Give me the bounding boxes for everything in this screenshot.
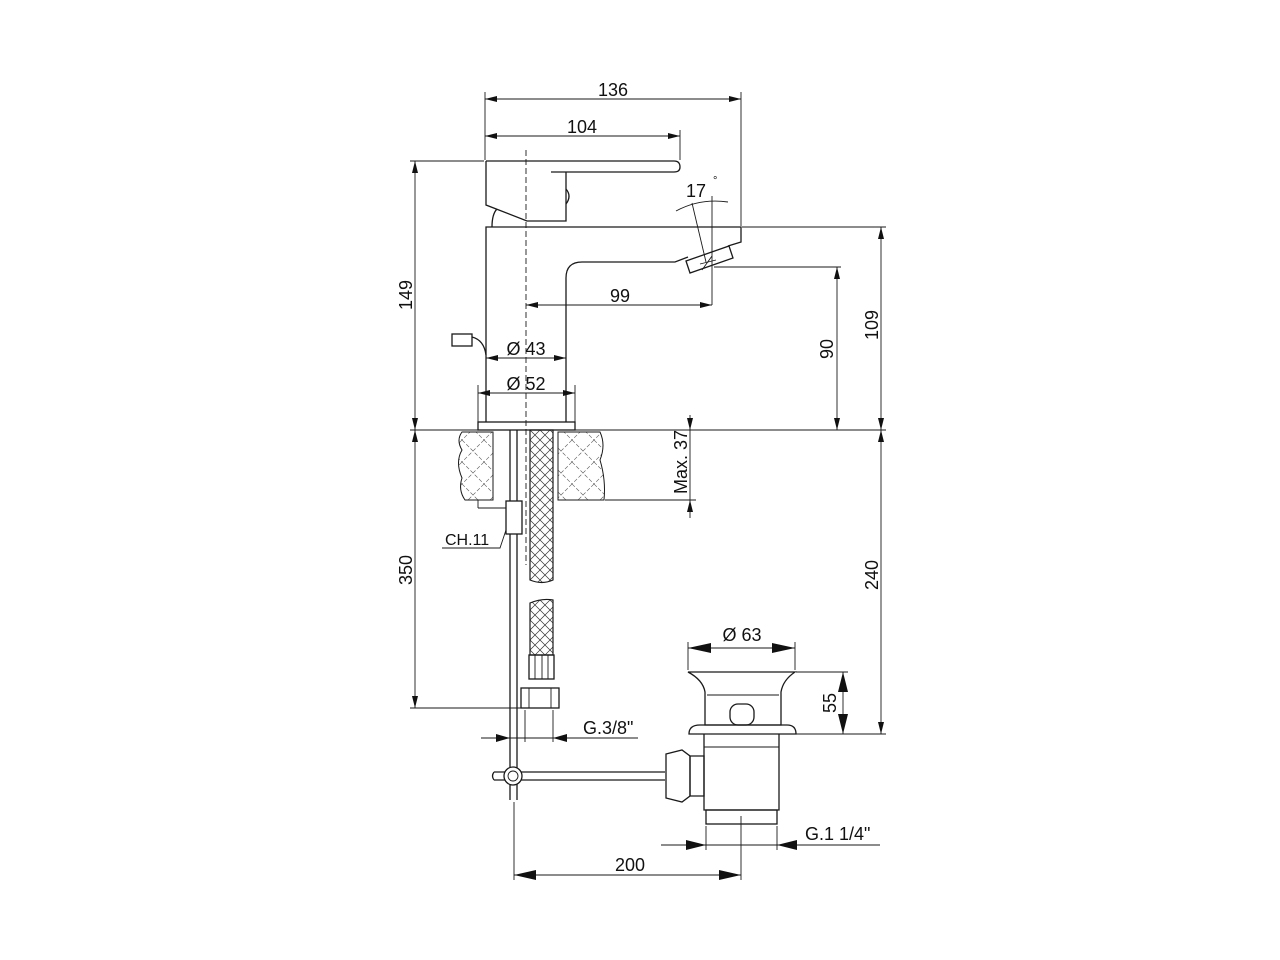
hose-connector <box>451 333 473 347</box>
label-g114: G.1 1/4" <box>805 824 870 844</box>
dim-90: 90 <box>817 339 837 359</box>
dim-diameter-43: Ø 43 <box>506 339 545 359</box>
pivot <box>503 766 523 786</box>
handle <box>485 160 681 228</box>
dim-55: 55 <box>820 693 840 713</box>
popup-rod <box>491 430 665 800</box>
dim-109: 109 <box>862 310 882 340</box>
dim-diameter-52: Ø 52 <box>506 374 545 394</box>
supply-hose <box>520 429 560 709</box>
popup-waste <box>665 671 798 825</box>
dim-max-37: Max. 37 <box>671 430 691 494</box>
label-ch11: CH.11 <box>445 532 489 549</box>
dim-350: 350 <box>396 555 416 585</box>
dim-diameter-63: Ø 63 <box>722 625 761 645</box>
mixer-body <box>451 226 742 431</box>
rod-nut <box>505 500 523 535</box>
dim-17: 17 <box>686 181 706 201</box>
dimensions: 136 104 17 ° 149 109 90 99 Ø 43 Ø 52 <box>396 80 886 880</box>
dim-99: 99 <box>610 286 630 306</box>
label-g38: G.3/8" <box>583 718 633 738</box>
degree-sign: ° <box>713 175 717 187</box>
dim-136: 136 <box>598 80 628 100</box>
deck-section <box>458 431 605 501</box>
dim-149: 149 <box>396 280 416 310</box>
dim-200: 200 <box>615 855 645 875</box>
hose-nut <box>520 687 560 709</box>
dim-240: 240 <box>862 560 882 590</box>
dim-104: 104 <box>567 117 597 137</box>
